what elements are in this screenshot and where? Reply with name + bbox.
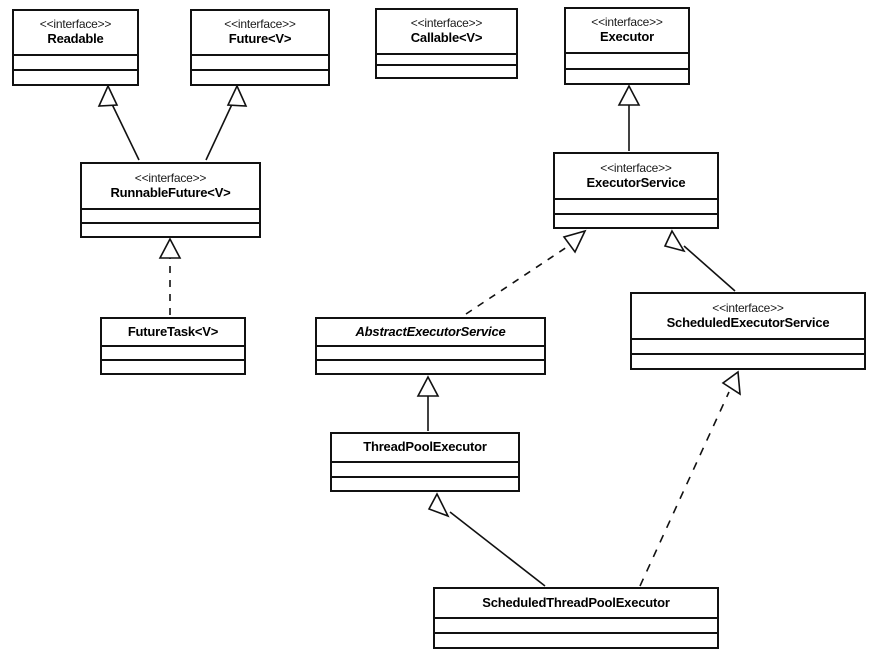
class-name-cell: FutureTask<V> <box>102 319 244 347</box>
attributes-compartment <box>192 56 328 71</box>
class-box-scheduledexecutorservice[interactable]: <<interface>> ScheduledExecutorService <box>630 292 866 370</box>
class-title: ScheduledExecutorService <box>666 314 830 330</box>
stereotype-label: <<interface>> <box>134 170 207 185</box>
edge-executorservice-to-executor <box>617 84 641 151</box>
edge-scheduledexecutorservice-to-executorservice <box>663 229 736 292</box>
stereotype-label: <<interface>> <box>39 17 112 31</box>
attributes-compartment <box>332 463 518 478</box>
attributes-compartment <box>82 210 259 224</box>
class-title: Future<V> <box>228 31 292 46</box>
edge-futuretask-to-runnablefuture <box>158 237 182 315</box>
class-title: FutureTask<V> <box>127 323 219 339</box>
attributes-compartment <box>14 56 137 71</box>
class-box-scheduledthreadpoolexecutor[interactable]: ScheduledThreadPoolExecutor <box>433 587 719 649</box>
operations-compartment <box>377 66 516 77</box>
attributes-compartment <box>377 55 516 66</box>
edge-runnablefuture-to-readable <box>97 84 140 161</box>
class-box-callable[interactable]: <<interface>> Callable<V> <box>375 8 518 79</box>
class-name-cell: <<interface>> Readable <box>14 11 137 56</box>
operations-compartment <box>435 634 717 647</box>
class-title: ThreadPoolExecutor <box>363 439 487 454</box>
edge-threadpoolexecutor-to-abstractexecutorservice <box>416 375 440 431</box>
operations-compartment <box>192 71 328 84</box>
stereotype-label: <<interface>> <box>600 160 672 175</box>
class-name-cell: <<interface>> Future<V> <box>192 11 328 56</box>
class-name-cell: ScheduledThreadPoolExecutor <box>435 589 717 619</box>
edge-runnablefuture-to-future <box>205 84 248 161</box>
operations-compartment <box>332 477 518 490</box>
class-box-executorservice[interactable]: <<interface>> ExecutorService <box>553 152 719 229</box>
class-title: Executor <box>599 29 655 44</box>
operations-compartment <box>82 224 259 236</box>
class-box-readable[interactable]: <<interface>> Readable <box>12 9 139 86</box>
class-name-cell: AbstractExecutorService <box>317 319 544 347</box>
class-title: ExecutorService <box>586 174 686 190</box>
stereotype-label: <<interface>> <box>712 300 784 315</box>
class-title: RunnableFuture<V> <box>110 184 231 200</box>
class-box-executor[interactable]: <<interface>> Executor <box>564 7 690 85</box>
class-box-threadpoolexecutor[interactable]: ThreadPoolExecutor <box>330 432 520 492</box>
class-box-futuretask[interactable]: FutureTask<V> <box>100 317 246 375</box>
class-name-cell: <<interface>> RunnableFuture<V> <box>82 164 259 210</box>
operations-compartment <box>555 214 717 227</box>
edge-scheduledthreadpoolexecutor-to-scheduledexecutorservice <box>639 370 741 587</box>
operations-compartment <box>317 361 544 373</box>
class-title: AbstractExecutorService <box>355 323 506 339</box>
operations-compartment <box>566 69 688 83</box>
class-title: Readable <box>47 31 104 46</box>
attributes-compartment <box>566 54 688 70</box>
attributes-compartment <box>317 347 544 361</box>
edge-abstractexecutorservice-to-executorservice <box>465 229 587 315</box>
class-name-cell: <<interface>> Callable<V> <box>377 10 516 55</box>
stereotype-label: <<interface>> <box>591 15 663 29</box>
class-box-runnablefuture[interactable]: <<interface>> RunnableFuture<V> <box>80 162 261 238</box>
class-title: Callable<V> <box>410 30 483 45</box>
class-box-abstractexecutorservice[interactable]: AbstractExecutorService <box>315 317 546 375</box>
class-title: ScheduledThreadPoolExecutor <box>482 594 670 610</box>
class-name-cell: ThreadPoolExecutor <box>332 434 518 463</box>
class-box-future[interactable]: <<interface>> Future<V> <box>190 9 330 86</box>
operations-compartment <box>102 361 244 373</box>
operations-compartment <box>632 355 864 368</box>
class-name-cell: <<interface>> Executor <box>566 9 688 54</box>
class-name-cell: <<interface>> ScheduledExecutorService <box>632 294 864 340</box>
attributes-compartment <box>102 347 244 361</box>
stereotype-label: <<interface>> <box>224 17 296 31</box>
edge-scheduledthreadpoolexecutor-to-threadpoolexecutor <box>427 492 546 587</box>
operations-compartment <box>14 71 137 84</box>
stereotype-label: <<interface>> <box>410 16 483 30</box>
class-name-cell: <<interface>> ExecutorService <box>555 154 717 200</box>
attributes-compartment <box>555 200 717 215</box>
attributes-compartment <box>435 619 717 634</box>
attributes-compartment <box>632 340 864 355</box>
